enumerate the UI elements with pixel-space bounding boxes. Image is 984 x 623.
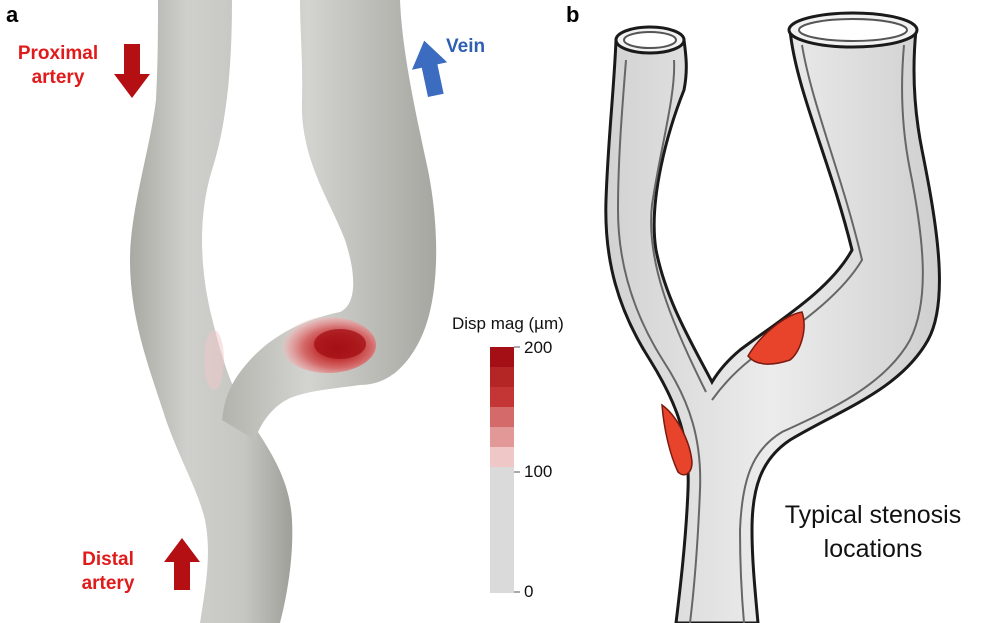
artery-vessel (130, 0, 292, 623)
stenosis-caption: Typical stenosis locations (770, 498, 976, 566)
proximal-artery-label: Proximal artery (4, 42, 112, 90)
distal-arrow-icon (164, 538, 200, 590)
proximal-arrow-icon (114, 44, 150, 98)
panel-a-letter: a (6, 2, 18, 28)
caption-line2: locations (770, 532, 976, 566)
caption-line1: Typical stenosis (770, 498, 976, 532)
distal-label-line2: artery (68, 572, 148, 596)
colorbar-title: Disp mag (µm) (452, 314, 564, 334)
proximal-label-line1: Proximal (4, 42, 112, 66)
vein-vessel (222, 0, 436, 440)
distal-label-line1: Distal (68, 548, 148, 572)
colorbar-tick-200: 200 (524, 338, 552, 358)
distal-artery-label: Distal artery (68, 548, 148, 596)
colorbar-tick-0: 0 (524, 582, 533, 602)
vein-label: Vein (446, 36, 485, 58)
colorbar (490, 347, 520, 593)
proximal-label-line2: artery (4, 66, 112, 90)
colorbar-tick-100: 100 (524, 462, 552, 482)
panel-b-letter: b (566, 2, 579, 28)
